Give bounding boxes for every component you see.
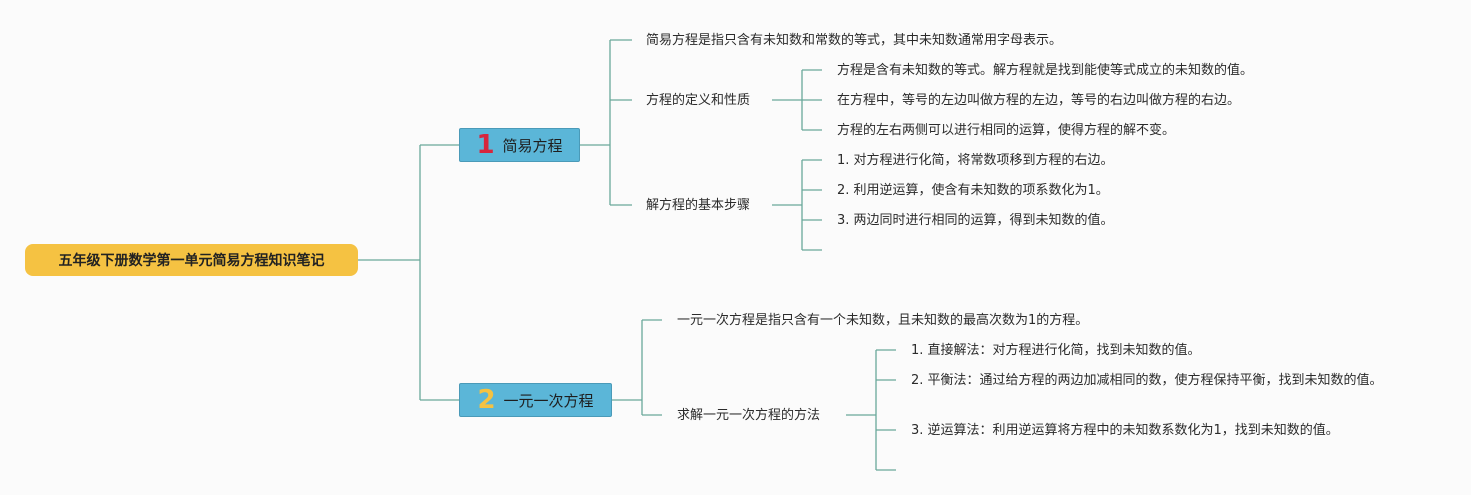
number-one-icon: 1 (476, 130, 495, 160)
root-topic[interactable]: 五年级下册数学第一单元简易方程知识笔记 (25, 244, 358, 276)
definition-node[interactable]: 一元一次方程是指只含有一个未知数，且未知数的最高次数为1的方程。 (677, 313, 1089, 328)
branch-linear-equation[interactable]: 2 一元一次方程 (459, 383, 612, 417)
step-item[interactable]: 1. 对方程进行化简，将常数项移到方程的右边。 (837, 153, 1114, 168)
topic-solving-methods[interactable]: 求解一元一次方程的方法 (677, 408, 821, 423)
method-item[interactable]: 3. 逆运算法：利用逆运算将方程中的未知数系数化为1，找到未知数的值。 (911, 423, 1339, 438)
branch-simple-equation[interactable]: 1 简易方程 (459, 128, 580, 162)
branch-label: 一元一次方程 (503, 391, 594, 410)
property-item[interactable]: 方程是含有未知数的等式。解方程就是找到能使等式成立的未知数的值。 (837, 63, 1254, 78)
number-two-icon: 2 (477, 385, 496, 415)
definition-node[interactable]: 简易方程是指只含有未知数和常数的等式，其中未知数通常用字母表示。 (646, 33, 1063, 48)
method-item[interactable]: 1. 直接解法：对方程进行化简，找到未知数的值。 (911, 343, 1201, 358)
property-item[interactable]: 方程的左右两侧可以进行相同的运算，使得方程的解不变。 (837, 123, 1176, 138)
topic-definition-properties[interactable]: 方程的定义和性质 (646, 93, 751, 108)
method-item[interactable]: 2. 平衡法：通过给方程的两边加减相同的数，使方程保持平衡，找到未知数的值。 (911, 373, 1383, 388)
property-item[interactable]: 在方程中，等号的左边叫做方程的左边，等号的右边叫做方程的右边。 (837, 93, 1241, 108)
step-item[interactable]: 2. 利用逆运算，使含有未知数的项系数化为1。 (837, 183, 1109, 198)
topic-basic-steps[interactable]: 解方程的基本步骤 (646, 198, 751, 213)
branch-label: 简易方程 (502, 136, 563, 155)
step-item[interactable]: 3. 两边同时进行相同的运算，得到未知数的值。 (837, 213, 1114, 228)
